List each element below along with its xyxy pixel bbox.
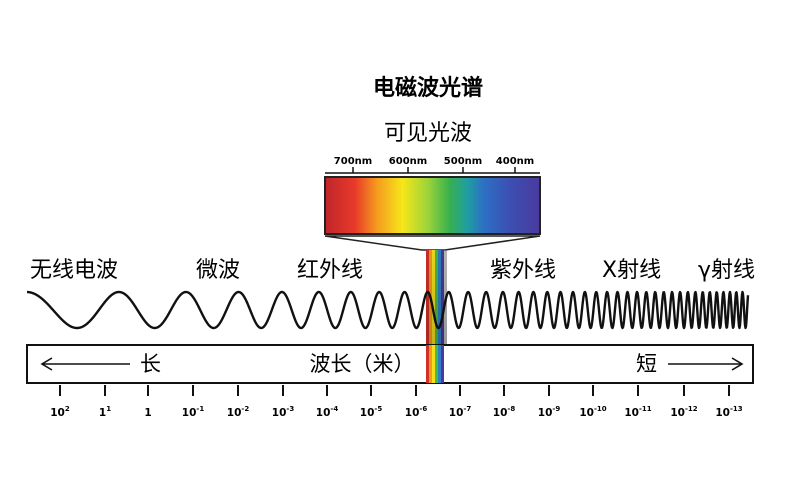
wavelength-axis-label: 波长（米） [310,352,415,376]
tick-label: 10-8 [493,405,516,419]
tick-label: 11 [99,405,111,419]
spectrum-funnel [324,235,541,251]
band-label-infrared: 红外线 [297,258,363,283]
tick-label: 10-12 [670,405,697,419]
diagram-title: 电磁波光谱 [373,75,483,101]
tick-label: 102 [50,405,70,419]
tick-label: 10-3 [272,405,295,419]
tick-label: 10-2 [227,405,250,419]
band-label-ultraviolet: 紫外线 [490,258,556,283]
long-label: 长 [140,352,161,376]
band-label-microwave: 微波 [196,258,240,283]
long-arrow [40,357,130,371]
visible-light-label: 可见光波 [384,121,472,146]
nm-label: 600nm [389,156,427,167]
short-arrow [668,357,744,371]
short-label: 短 [636,352,657,376]
wavelength-scale-box [26,344,754,384]
band-label-xray: X射线 [602,258,661,283]
beam-in-box [426,345,444,383]
nm-label: 400nm [496,156,534,167]
nm-scale: 700nm 600nm 500nm 400nm [325,156,540,174]
visible-spectrum-bar [324,176,541,235]
tick-label: 10-10 [579,405,606,419]
wave-curve [26,290,750,330]
tick-label: 1 [144,407,151,419]
nm-label: 700nm [334,156,372,167]
tick-label: 10-5 [360,405,383,419]
tick-label: 10-4 [316,405,339,419]
tick-label: 10-6 [405,405,428,419]
tick-label: 10-13 [715,405,742,419]
tick-label: 10-11 [624,405,651,419]
nm-label: 500nm [444,156,482,167]
band-label-gamma: γ射线 [698,258,755,283]
tick-label: 10-9 [538,405,561,419]
band-label-radio: 无线电波 [30,258,118,283]
tick-label: 10-7 [449,405,472,419]
tick-label: 10-1 [182,405,205,419]
